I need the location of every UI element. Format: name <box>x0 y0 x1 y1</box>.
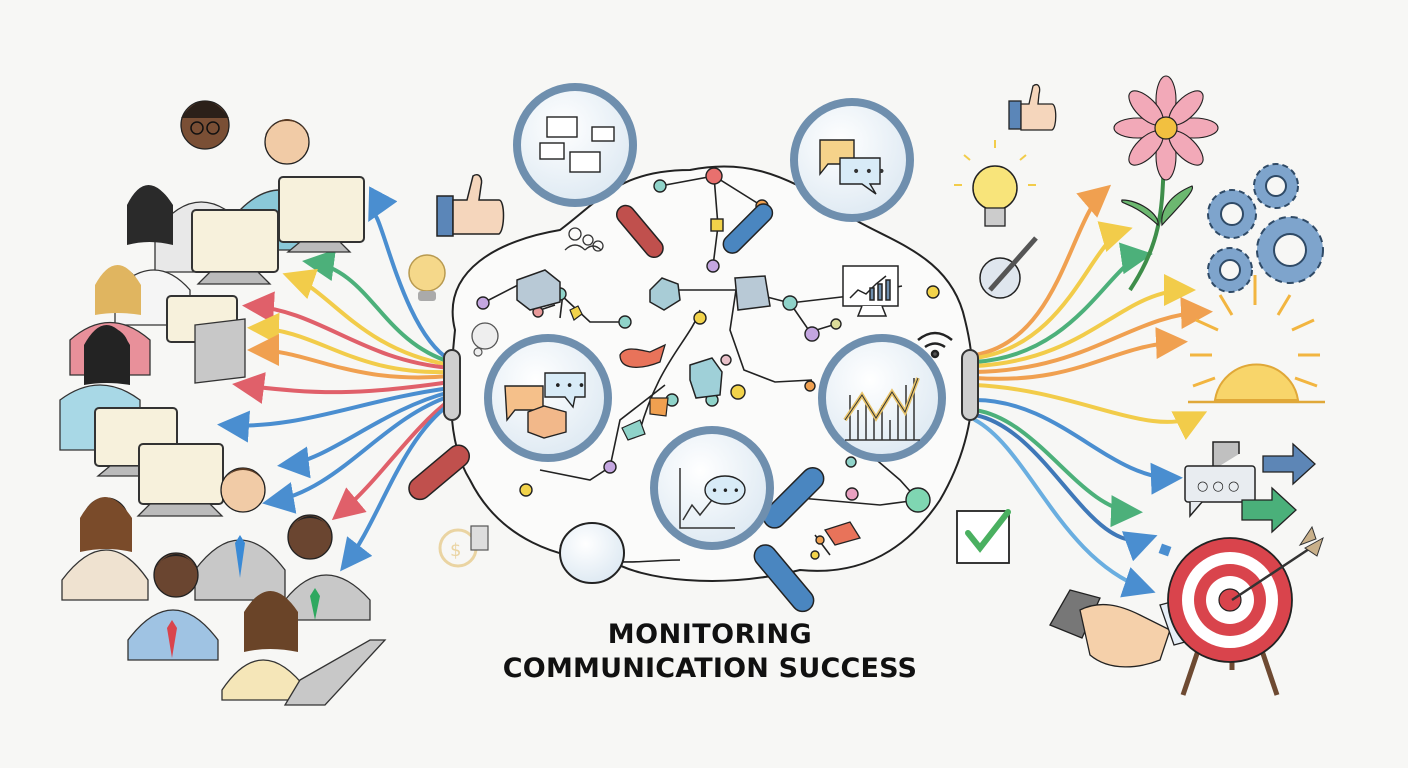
magnifier-trend-chart <box>762 334 946 529</box>
empty-lens <box>559 522 625 584</box>
person <box>284 514 371 621</box>
left-data-streams <box>217 186 452 572</box>
monitor-icon <box>136 443 224 517</box>
thumbs-up-icon-left <box>436 174 505 237</box>
cube-icon <box>689 357 723 399</box>
cube-icon <box>516 269 561 311</box>
gears-icon <box>1207 163 1324 293</box>
ribbon-icon <box>823 521 862 546</box>
tiny-bulb-icon <box>471 322 499 357</box>
team-people <box>59 100 387 706</box>
target-icon <box>1167 525 1324 696</box>
svg-text:• • •: • • • <box>554 379 585 394</box>
title-line-1: MONITORING <box>607 619 813 650</box>
magnifier-chat-bubbles: • • • <box>722 98 914 254</box>
thumbs-up-icon-right <box>1008 83 1057 131</box>
right-connector <box>961 349 979 421</box>
card-icon <box>470 525 489 551</box>
confetti <box>1158 543 1172 557</box>
person <box>221 591 308 701</box>
laptop-icon <box>166 295 246 384</box>
person <box>61 497 149 601</box>
lightbulb-icon <box>954 140 1036 227</box>
document-cube-icon <box>734 275 771 311</box>
svg-text:• • •: • • • <box>711 484 740 498</box>
network-node <box>705 167 723 185</box>
svg-text:○ ○ ○: ○ ○ ○ <box>1197 479 1239 494</box>
chat-arrows-icon: ○ ○ ○ <box>1184 441 1316 534</box>
ribbon-icon <box>619 343 667 368</box>
magnifier-messages: • • • <box>408 334 612 501</box>
flower-icon <box>1113 75 1219 292</box>
svg-text:$: $ <box>450 540 461 561</box>
left-connector <box>443 349 461 421</box>
title-line-2: COMMUNICATION SUCCESS <box>502 653 918 684</box>
page-title: MONITORING COMMUNICATION SUCCESS <box>500 618 920 686</box>
magnifier-chat-analytics: • • • <box>650 426 815 613</box>
group-icon <box>564 227 604 252</box>
lightbulb-icon-left <box>408 254 446 301</box>
right-data-streams <box>973 184 1213 598</box>
monitor-icon <box>191 209 279 285</box>
gauge-icon <box>979 236 1038 299</box>
person <box>194 467 286 601</box>
communication-network <box>443 165 979 584</box>
laptop-icon <box>283 639 387 706</box>
person <box>127 552 219 661</box>
monitor-icon <box>278 176 365 253</box>
chart-monitor-icon <box>842 265 899 317</box>
hexagon-icon <box>649 277 681 311</box>
smiley-node <box>905 487 931 513</box>
sun-icon <box>1188 275 1325 404</box>
magnifier-documents <box>513 83 664 259</box>
checkbox-icon <box>956 509 1011 564</box>
wifi-icon <box>917 331 953 359</box>
svg-text:• • •: • • • <box>852 164 886 180</box>
